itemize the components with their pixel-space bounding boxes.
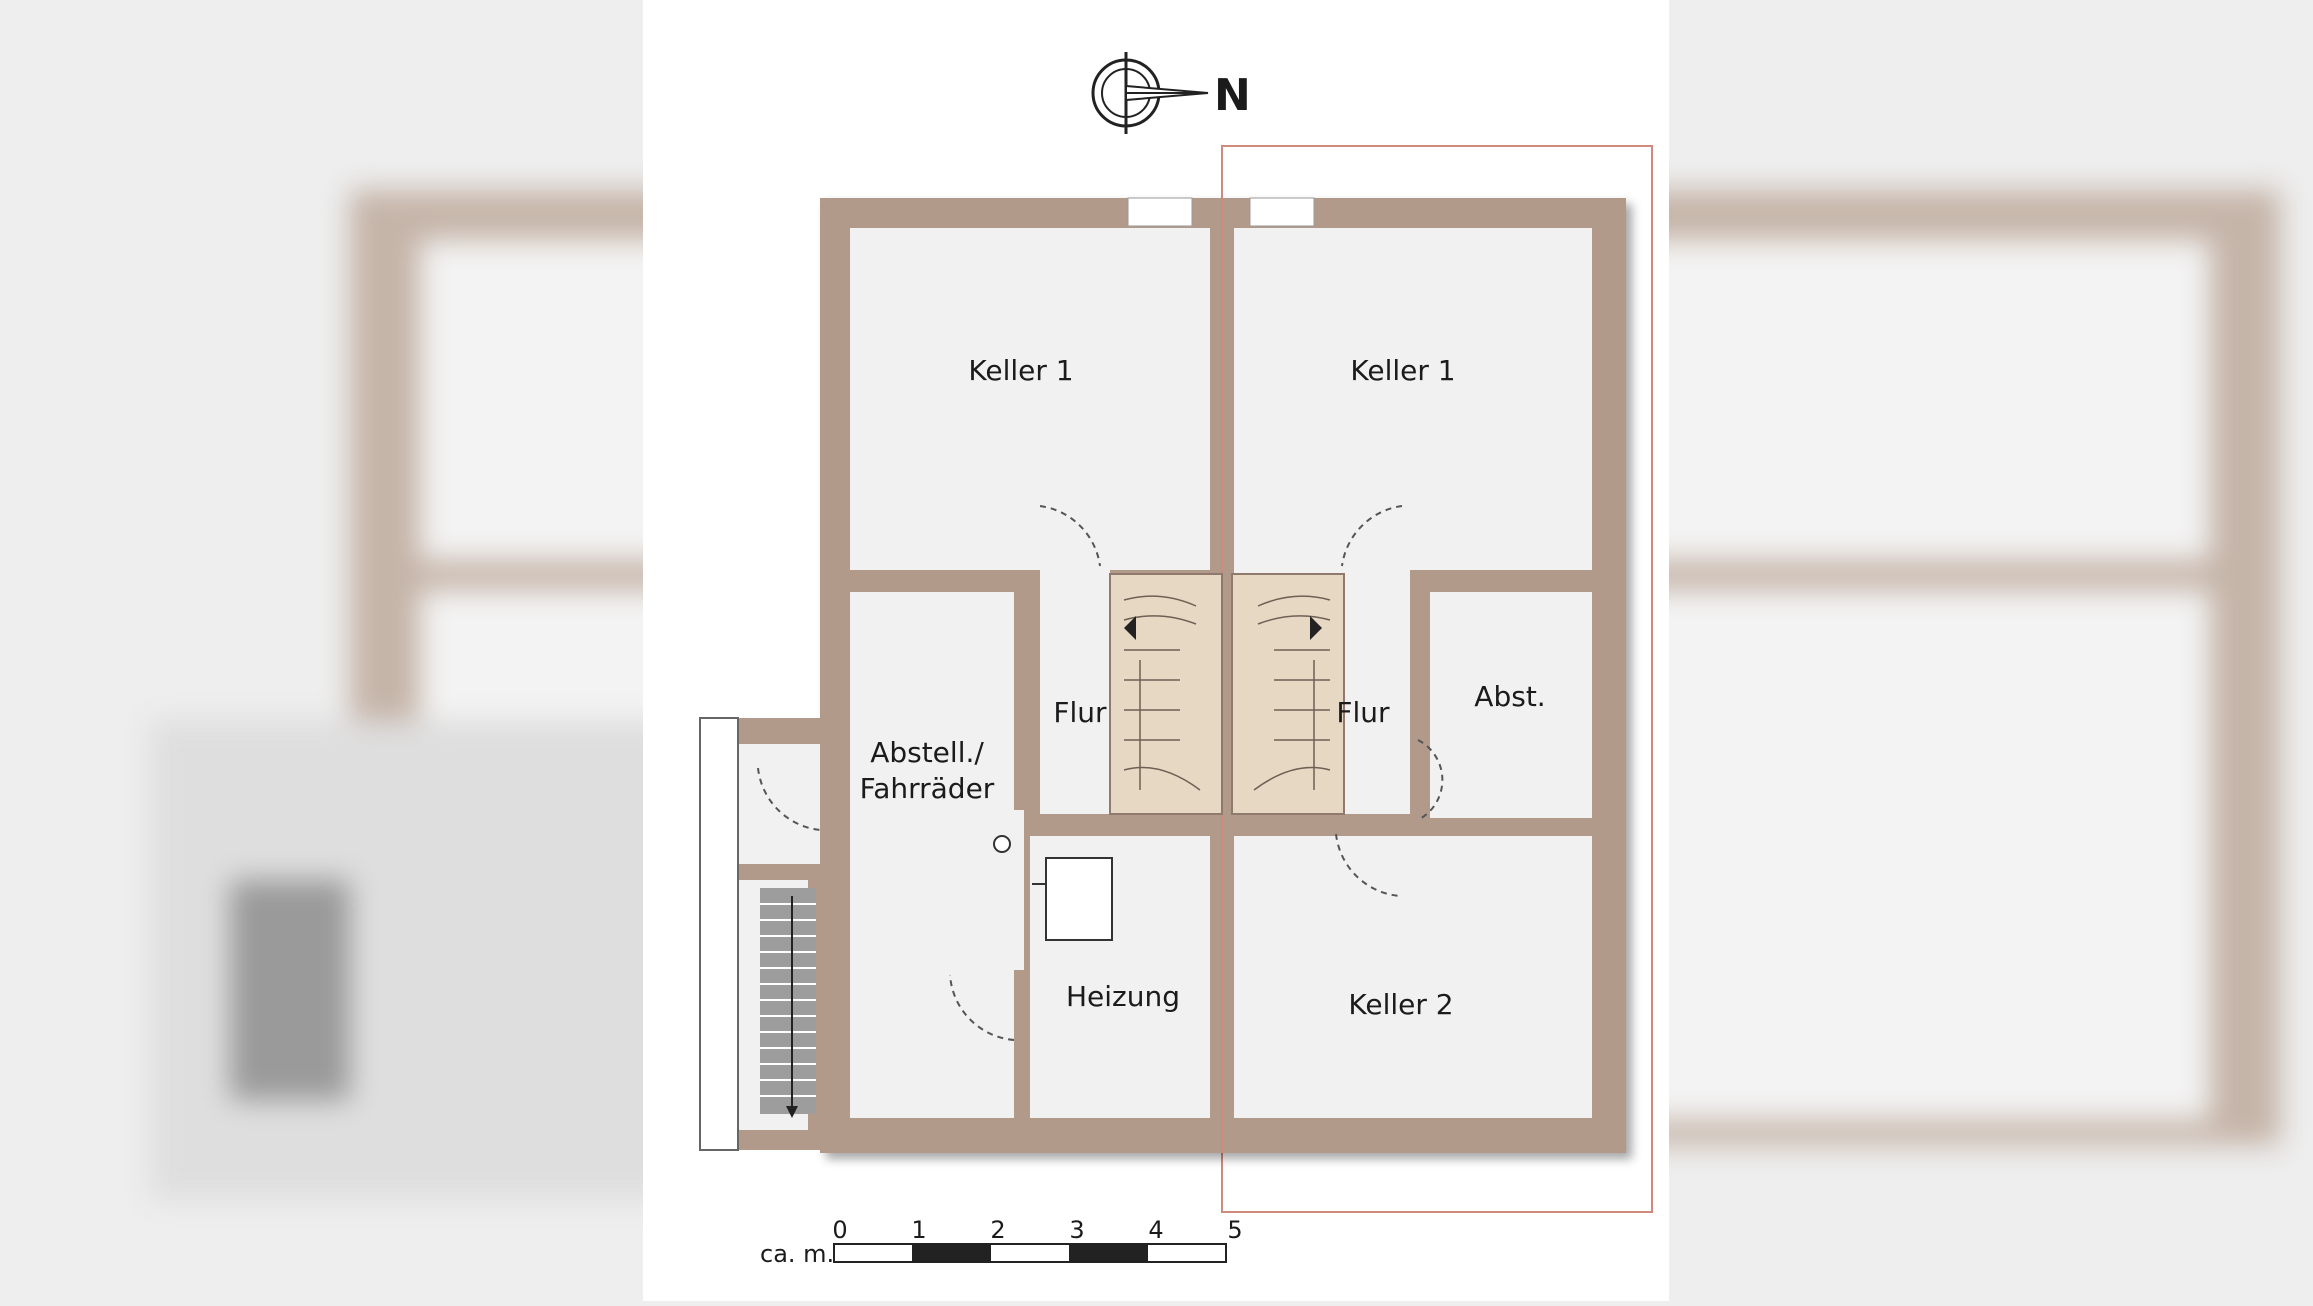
- scale-tick-2: 2: [990, 1216, 1005, 1244]
- room-flur-right: Flur: [1336, 696, 1390, 729]
- room-keller1-right: Keller 1: [1350, 354, 1455, 387]
- stairs: [1109, 573, 1345, 815]
- scale-bar: [833, 1243, 1227, 1263]
- room-heizung: Heizung: [1066, 980, 1180, 1013]
- scale-tick-4: 4: [1148, 1216, 1163, 1244]
- room-flur-left: Flur: [1053, 696, 1107, 729]
- room-abst: Abst.: [1474, 680, 1545, 713]
- north-label: N: [1214, 70, 1251, 121]
- scale-tick-5: 5: [1227, 1216, 1242, 1244]
- boiler: [993, 835, 1113, 941]
- compass-icon: [1091, 52, 1209, 134]
- door-swings: [757, 505, 1444, 1041]
- room-keller2: Keller 2: [1348, 988, 1453, 1021]
- scale-tick-0: 0: [832, 1216, 847, 1244]
- room-abstell-line1: Abstell./: [870, 736, 984, 769]
- room-abstell-line2: Fahrräder: [860, 772, 995, 805]
- scale-tick-1: 1: [911, 1216, 926, 1244]
- entrance-stairs: [699, 717, 816, 1151]
- room-floors: [738, 197, 1592, 1130]
- room-keller1-left: Keller 1: [968, 354, 1073, 387]
- scale-unit-label: ca. m.: [760, 1240, 834, 1268]
- scale-tick-3: 3: [1069, 1216, 1084, 1244]
